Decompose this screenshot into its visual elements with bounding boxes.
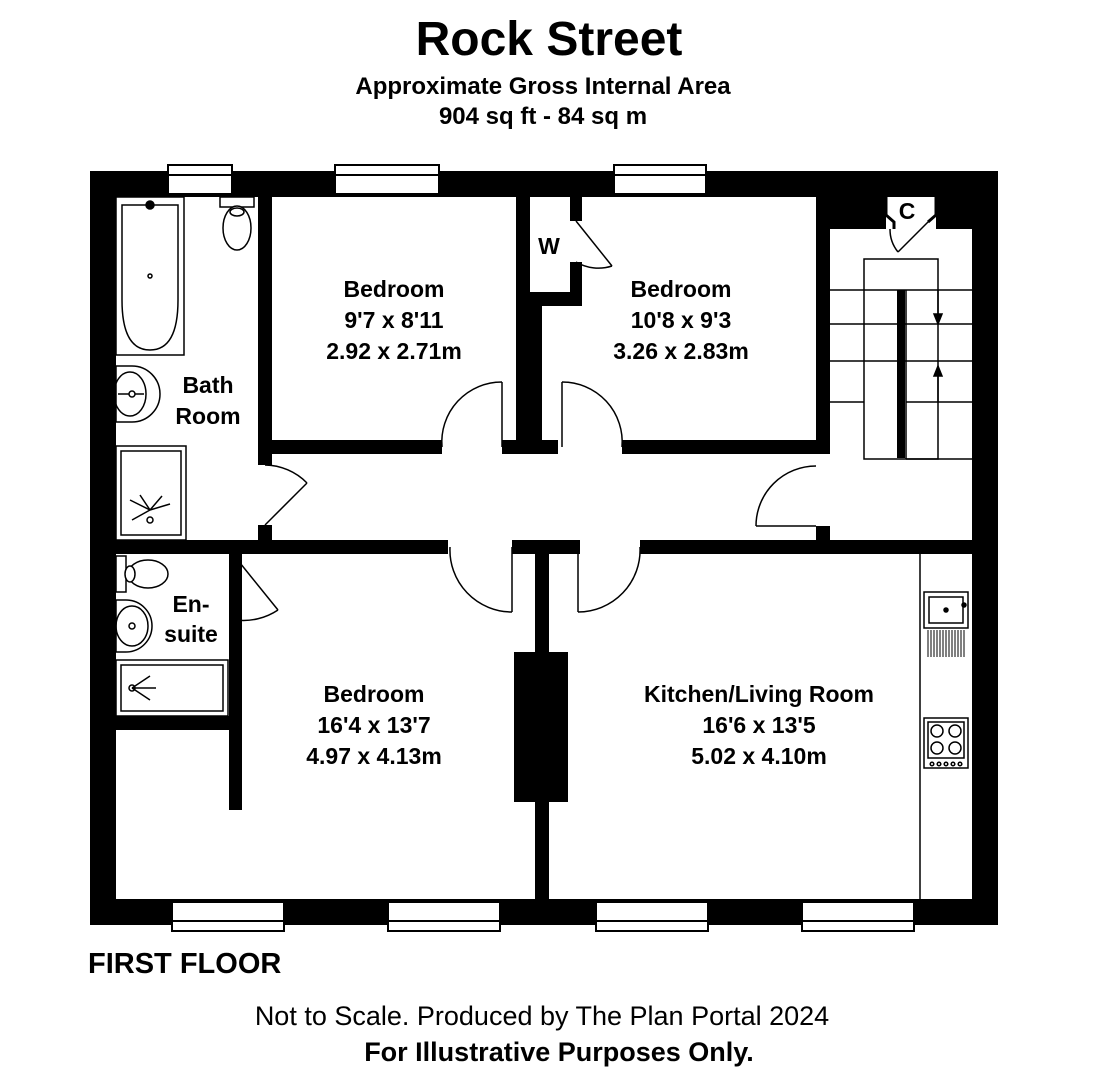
stair-banister [897,290,905,458]
ensuite-basin-icon [115,599,153,653]
ensuite-toilet-icon [115,555,169,593]
room-name-line1: Bath [182,372,233,398]
room-metric: 4.97 x 4.13m [306,743,442,769]
room-name-line2: suite [164,621,218,647]
room-metric: 5.02 x 4.10m [691,743,827,769]
room-name-line2: Room [175,403,240,429]
wardrobe-label: W [538,233,560,259]
disclaimer-text: Not to Scale. Produced by The Plan Porta… [254,1001,830,1031]
area-subtitle: Approximate Gross Internal Area [355,73,731,100]
plan-title: Rock Street [415,13,683,66]
illustrative-notice: For Illustrative Purposes Only. [364,1037,754,1067]
room-kitchen-living: Kitchen/Living Room 16'6 x 13'5 5.02 x 4… [644,681,874,769]
windows [167,164,915,932]
room-metric: 3.26 x 2.83m [613,338,749,364]
room-name: Bedroom [344,276,445,302]
room-bedroom-3: Bedroom 16'4 x 13'7 4.97 x 4.13m [306,681,442,769]
room-imperial: 10'8 x 9'3 [631,307,731,333]
basin-icon [113,365,161,423]
room-metric: 2.92 x 2.71m [326,338,462,364]
toilet-icon [219,196,255,251]
room-name: Bedroom [631,276,732,302]
doors [235,220,817,622]
gross-area: 904 sq ft - 84 sq m [438,103,648,130]
stair-arrows [932,290,944,402]
room-imperial: 16'6 x 13'5 [702,712,815,738]
shower-tray [115,445,187,541]
cupboard [884,197,938,253]
kitchen-worktop [919,554,969,899]
room-imperial: 16'4 x 13'7 [317,712,430,738]
room-bedroom-2: Bedroom 10'8 x 9'3 3.26 x 2.83m [613,276,749,364]
room-name-line1: En- [172,591,209,617]
room-ensuite: En- suite [164,591,218,647]
interior-walls [116,197,972,900]
room-name: Kitchen/Living Room [644,681,874,707]
room-bedroom-1: Bedroom 9'7 x 8'11 2.92 x 2.71m [326,276,462,364]
room-name: Bedroom [324,681,425,707]
room-imperial: 9'7 x 8'11 [344,307,443,333]
room-bathroom: Bath Room [175,372,240,429]
bathtub [115,196,185,356]
floor-label: FIRST FLOOR [88,948,282,980]
ensuite-shower [115,659,229,717]
hob-icon [923,717,969,769]
cupboard-label: C [899,198,916,224]
